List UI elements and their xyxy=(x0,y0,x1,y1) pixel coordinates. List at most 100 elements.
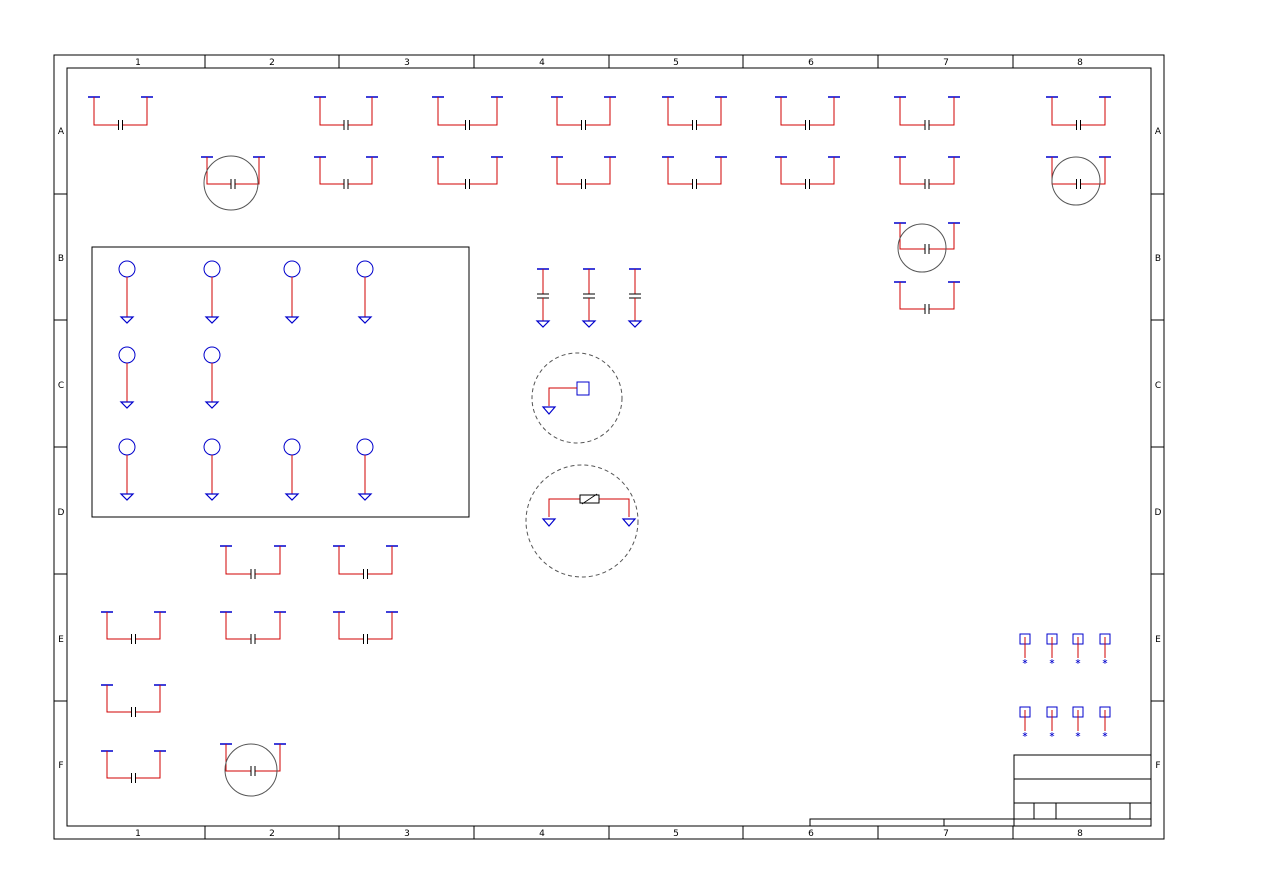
ground-icon xyxy=(541,518,557,527)
wire xyxy=(348,157,373,185)
row-label: C xyxy=(58,381,64,391)
vertical-capacitor xyxy=(627,268,643,328)
pin-pad xyxy=(118,438,136,456)
wire xyxy=(556,157,582,185)
highlight-circles xyxy=(203,155,1101,797)
pin-pad xyxy=(356,260,374,278)
capacitor-cell xyxy=(662,156,727,189)
column-label: 7 xyxy=(943,58,949,68)
column-labels-bottom: 1 2 3 4 5 6 7 8 xyxy=(135,829,1083,839)
wire xyxy=(929,157,955,185)
ground-icon xyxy=(541,406,557,415)
ground-icon xyxy=(535,320,551,328)
column-label: 4 xyxy=(539,58,545,68)
capacitor-cell xyxy=(101,684,166,717)
grounded-pin xyxy=(356,438,374,501)
wire xyxy=(1051,157,1077,185)
wire xyxy=(1051,97,1077,126)
column-label: 2 xyxy=(269,58,275,68)
row-label: B xyxy=(58,254,64,264)
ground-icon xyxy=(204,316,220,324)
highlight-circle xyxy=(203,155,259,211)
capacitor-cell xyxy=(775,96,840,130)
column-labels-top: 1 2 3 4 5 6 7 8 xyxy=(135,58,1083,68)
wire xyxy=(809,157,835,185)
wire xyxy=(106,685,132,713)
pin-pad xyxy=(203,260,221,278)
grounded-pin xyxy=(283,438,301,501)
wire xyxy=(585,157,611,185)
grounded-pin xyxy=(118,260,136,324)
capacitor-cell xyxy=(220,743,286,776)
row-label: A xyxy=(1155,127,1162,137)
row-labels-left: A B C D E F xyxy=(58,127,65,771)
column-label: 6 xyxy=(808,829,814,839)
wire xyxy=(206,157,231,185)
test-point: ∗ xyxy=(1072,633,1084,666)
wire xyxy=(367,612,393,640)
capacitor-cell xyxy=(551,96,616,130)
grounded-pin xyxy=(203,438,221,501)
capacitor-cell xyxy=(894,96,960,130)
grounded-pin xyxy=(203,346,221,409)
highlight-circle xyxy=(224,743,278,797)
star-icon: ∗ xyxy=(1049,730,1056,739)
column-label: 7 xyxy=(943,829,949,839)
capacitor-cell xyxy=(220,611,286,644)
capacitor-cell xyxy=(432,96,503,130)
wire xyxy=(255,546,281,575)
wire xyxy=(437,157,466,185)
wire xyxy=(667,97,693,126)
highlight-circle-dashed xyxy=(531,352,623,444)
wire xyxy=(106,751,132,779)
row-label: A xyxy=(58,127,65,137)
row-label: F xyxy=(1155,761,1160,771)
wire xyxy=(338,546,364,575)
wire xyxy=(1080,157,1106,185)
wire xyxy=(556,97,582,126)
row-label: B xyxy=(1155,254,1161,264)
row-label: D xyxy=(1155,508,1162,518)
capacitor-cell xyxy=(88,96,153,130)
column-label: 3 xyxy=(404,829,410,839)
row-label: F xyxy=(58,761,63,771)
ground-icon xyxy=(204,493,220,501)
star-icon: ∗ xyxy=(1075,730,1082,739)
column-label: 5 xyxy=(673,829,679,839)
ground-icon xyxy=(581,320,597,328)
capacitor-cell xyxy=(551,156,616,189)
wire xyxy=(319,157,344,185)
ground-icon xyxy=(119,401,135,409)
wire xyxy=(809,97,835,126)
wire xyxy=(225,744,251,772)
highlight-circle-dashed xyxy=(525,464,639,578)
wire xyxy=(255,744,281,772)
wire xyxy=(696,97,722,126)
wire xyxy=(367,546,393,575)
star-icon: ∗ xyxy=(1022,657,1029,666)
grounded-pin xyxy=(203,260,221,324)
pin-pad xyxy=(203,346,221,364)
wire xyxy=(225,546,251,575)
test-point: ∗ xyxy=(1046,706,1058,739)
column-label: 1 xyxy=(135,829,141,839)
vertical-capacitor xyxy=(535,268,551,328)
wire xyxy=(780,97,806,126)
capacitor-cell xyxy=(220,545,286,579)
ground-icon xyxy=(204,401,220,409)
star-icon: ∗ xyxy=(1075,657,1082,666)
column-label: 8 xyxy=(1077,829,1083,839)
wire xyxy=(1080,97,1106,126)
wire xyxy=(437,97,466,126)
column-label: 8 xyxy=(1077,58,1083,68)
column-label: 4 xyxy=(539,829,545,839)
wire xyxy=(225,612,251,640)
grounded-pin xyxy=(283,260,301,324)
group-box xyxy=(91,246,470,518)
highlight-circle xyxy=(897,223,947,273)
capacitor-cell xyxy=(101,611,166,644)
wire xyxy=(469,157,498,185)
wire xyxy=(338,612,364,640)
capacitor-cell xyxy=(1046,156,1111,189)
resistor-symbol xyxy=(541,493,637,527)
